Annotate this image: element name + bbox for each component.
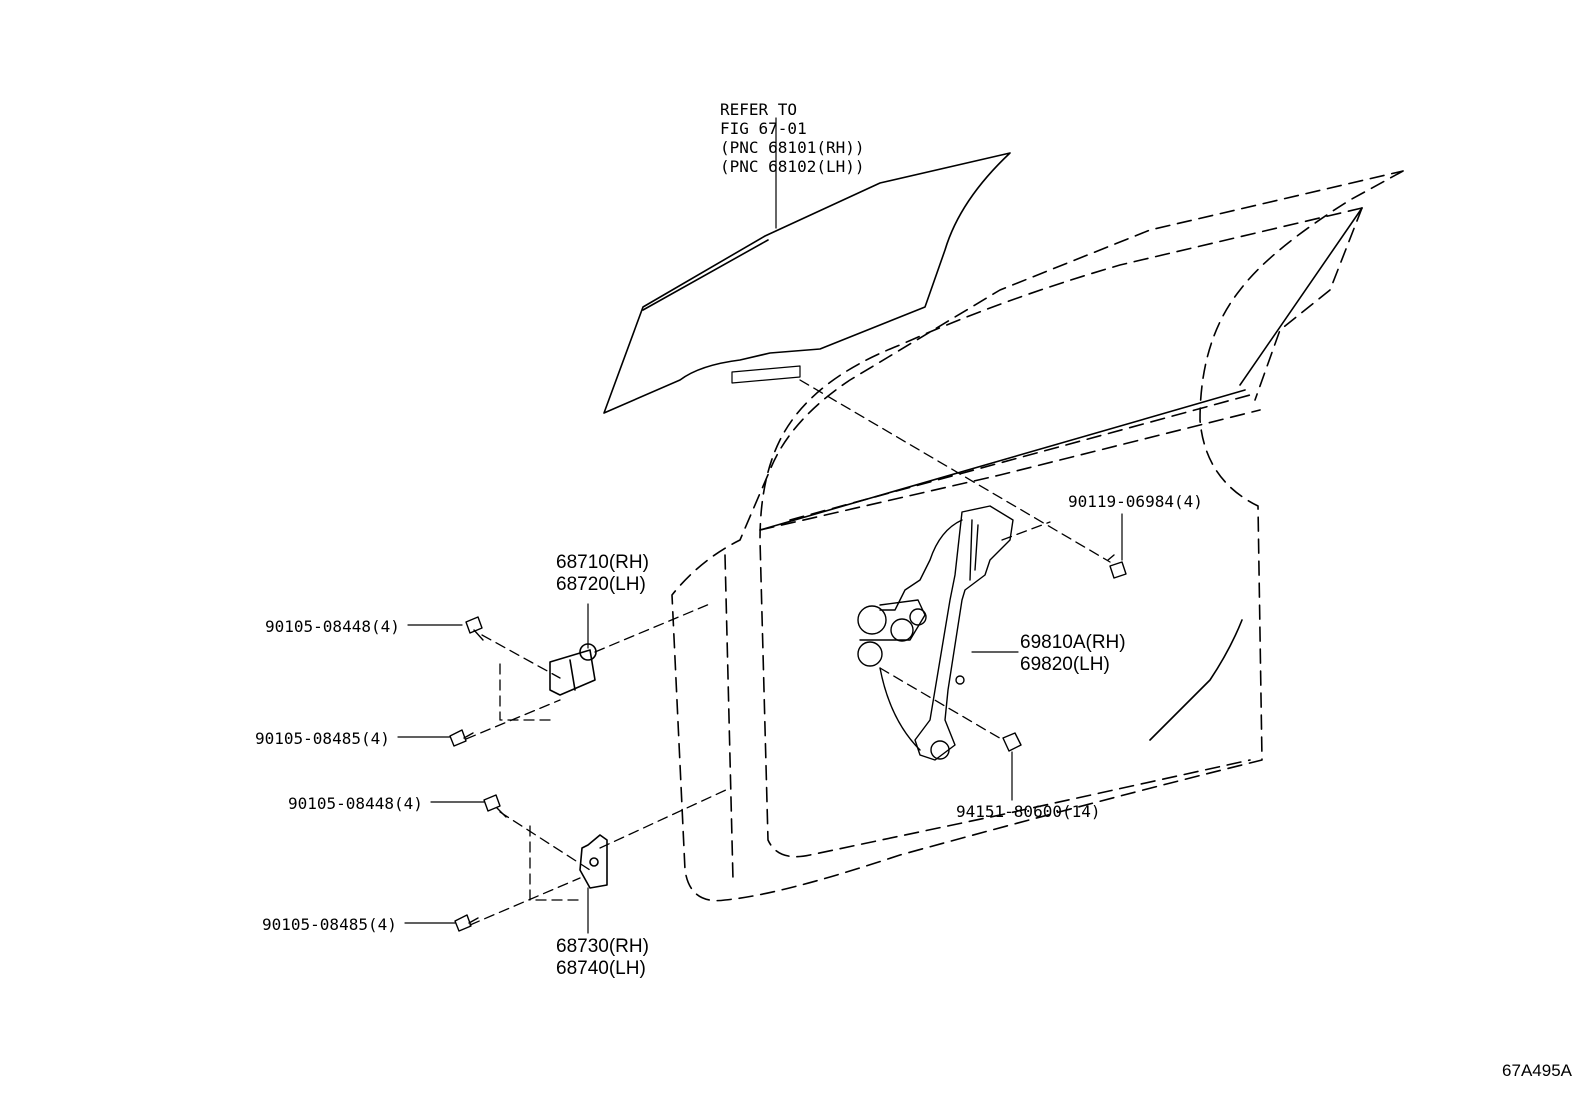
- bolt-lower-2-label: 90105-08485(4): [262, 915, 397, 934]
- bolt-icons: [449, 554, 1127, 932]
- bolt-upper-2-icon: [449, 729, 474, 747]
- alignment-lines: [465, 379, 1111, 926]
- door-outline: [671, 170, 1404, 902]
- bolt-regulator-top-icon: [1107, 554, 1127, 579]
- lower-hinge-rh: 68730(RH): [556, 936, 649, 957]
- upper-hinge: [549, 603, 597, 696]
- regulator-label: 69810A(RH) 69820(LH): [1020, 632, 1126, 676]
- refer-note-line4: (PNC 68102(LH)): [720, 157, 865, 176]
- bolt-upper-1-label: 90105-08448(4): [265, 617, 400, 636]
- bolt-lower-2-icon: [454, 914, 479, 932]
- refer-note-line3: (PNC 68101(RH)): [720, 138, 865, 157]
- window-regulator: [857, 505, 1014, 761]
- nut-regulator-label: 94151-80600(14): [956, 802, 1101, 821]
- refer-note-line2: FIG 67-01: [720, 119, 807, 138]
- bolt-regulator-top-label: 90119-06984(4): [1068, 492, 1203, 511]
- regulator-lh: 69820(LH): [1020, 654, 1110, 675]
- nut-regulator-icon: [1002, 732, 1022, 752]
- lower-hinge: [579, 834, 608, 934]
- lower-hinge-label: 68730(RH) 68740(LH): [556, 936, 649, 980]
- door-glass: [603, 117, 1011, 414]
- upper-hinge-label: 68710(RH) 68720(LH): [556, 552, 649, 596]
- refer-note-line1: REFER TO: [720, 100, 798, 119]
- bolt-upper-2-label: 90105-08485(4): [255, 729, 390, 748]
- door-inner-lines: [759, 207, 1363, 741]
- lower-hinge-lh: 68740(LH): [556, 958, 646, 979]
- upper-hinge-lh: 68720(LH): [556, 574, 646, 595]
- bolt-upper-1-icon: [465, 616, 484, 641]
- upper-hinge-rh: 68710(RH): [556, 552, 649, 573]
- bolt-lower-1-label: 90105-08448(4): [288, 794, 423, 813]
- leader-lines: [397, 513, 1123, 924]
- figure-id: 67A495A: [1502, 1061, 1572, 1080]
- refer-note: REFER TO FIG 67-01 (PNC 68101(RH)) (PNC …: [720, 100, 865, 176]
- regulator-rh: 69810A(RH): [1020, 632, 1126, 653]
